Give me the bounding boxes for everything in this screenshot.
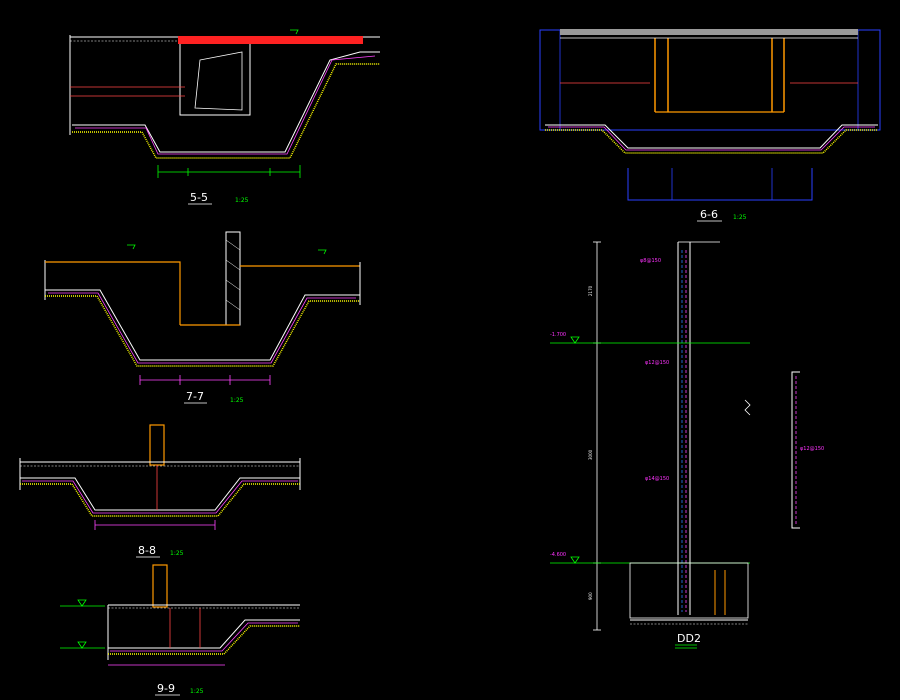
blue-frame <box>539 29 881 131</box>
level-lower: -4.600 <box>550 552 566 558</box>
section-7-7: 7-7 1:25 <box>44 231 361 404</box>
grey-slab <box>560 29 858 35</box>
dim-height-bottom: 900 <box>588 592 593 600</box>
steel-label-lower: φ14@150 <box>645 476 669 482</box>
section-7-7-scale: 1:25 <box>230 397 244 404</box>
steel-label-mid: φ12@150 <box>645 360 669 366</box>
steel-label-upper: φ8@150 <box>640 258 661 264</box>
section-8-8-scale: 1:25 <box>170 550 184 557</box>
detail-dd2-title: DD2 <box>677 632 701 645</box>
section-9-9: 9-9 1:25 <box>60 564 300 696</box>
detail-dd2: 2170 3000 900 -1.700 -4.600 φ8@150 φ12@1… <box>550 241 824 649</box>
section-6-6-title: 6-6 <box>700 208 718 221</box>
section-9-9-title: 9-9 <box>157 682 175 695</box>
section-6-6-scale: 1:25 <box>733 214 747 221</box>
steel-label-right: φ12@150 <box>800 446 824 452</box>
dim-height-top: 2170 <box>588 285 593 296</box>
section-8-8: 8-8 1:25 <box>19 424 301 558</box>
section-5-5-title: 5-5 <box>190 191 208 204</box>
section-7-7-title: 7-7 <box>186 390 204 403</box>
section-5-5-scale: 1:25 <box>235 197 249 204</box>
dim-height-mid: 3000 <box>588 449 593 460</box>
level-upper: -1.700 <box>550 332 566 338</box>
section-6-6: 6-6 1:25 <box>539 29 881 222</box>
section-8-8-title: 8-8 <box>138 544 156 557</box>
section-9-9-scale: 1:25 <box>190 688 204 695</box>
section-5-5: 5-5 1:25 <box>69 29 380 205</box>
top-slab <box>178 36 363 44</box>
